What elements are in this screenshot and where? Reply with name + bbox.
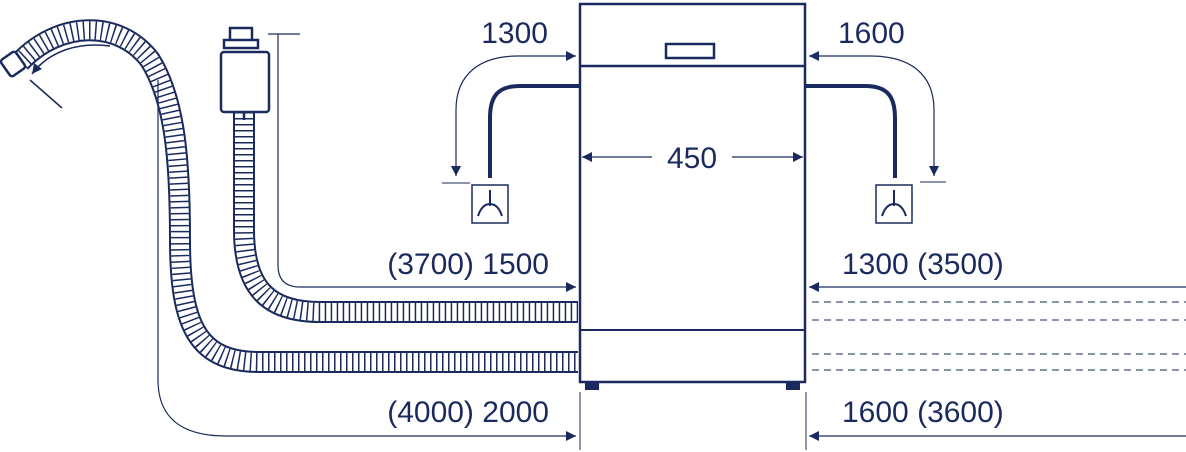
inner-hose (233, 112, 578, 323)
foot-left (585, 382, 599, 390)
label-top-left-drain: 1300 (481, 17, 548, 50)
hose-connector-icon (0, 50, 63, 109)
foot-right (786, 382, 800, 390)
outer-hose (12, 19, 578, 373)
label-left-lower-hose: (4000) 2000 (387, 396, 549, 429)
label-width: 450 (667, 142, 717, 175)
label-right-upper-hose: 1300 (3500) (842, 248, 1004, 281)
drain-arrow-right (809, 51, 939, 176)
drain-hose-right (805, 84, 897, 178)
right-hose-dashed-lines (812, 301, 1186, 371)
label-left-upper-hose: (3700) 1500 (387, 248, 549, 281)
siphon-icon-right (875, 184, 913, 224)
lower-length-line (157, 80, 576, 441)
hose-end-arrow (31, 44, 111, 75)
label-top-right-drain: 1600 (838, 17, 905, 50)
dishwasher (578, 2, 807, 390)
drain-arrow-left (451, 51, 576, 176)
siphon-icon-left (471, 184, 509, 224)
control-panel-display (664, 42, 716, 60)
upper-length-line (277, 34, 576, 292)
aquastop-valve-icon (219, 26, 271, 120)
drain-hose-left (488, 84, 580, 178)
label-right-lower-hose: 1600 (3600) (842, 396, 1004, 429)
